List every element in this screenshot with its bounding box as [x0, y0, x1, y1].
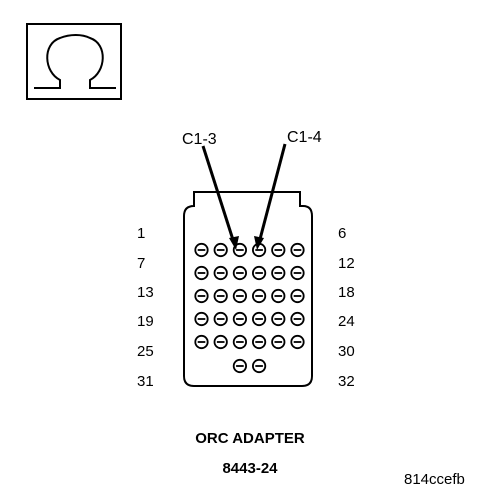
pin-socket	[213, 242, 228, 258]
pin-socket	[252, 265, 267, 281]
pin-21	[232, 311, 247, 327]
pin-29	[271, 334, 286, 350]
pin-row-label-left: 25	[137, 343, 154, 360]
pin-grid	[194, 242, 305, 374]
pin-22	[252, 311, 267, 327]
pin-row-label-left: 1	[137, 225, 145, 242]
pin-socket	[271, 311, 286, 327]
ohm-icon	[34, 34, 116, 89]
pin-row-label-left: 7	[137, 255, 145, 272]
pin-socket	[232, 311, 247, 327]
pin-row-label-right: 32	[338, 373, 355, 390]
pin-19	[194, 311, 209, 327]
pin-socket	[290, 311, 305, 327]
pin-26	[213, 334, 228, 350]
pin-socket	[194, 265, 209, 281]
pin-1	[194, 242, 209, 258]
pin-socket	[232, 288, 247, 304]
connector-body	[183, 191, 313, 387]
pin-14	[213, 288, 228, 304]
pin-socket	[232, 358, 247, 374]
pin-socket	[232, 334, 247, 350]
pin-socket	[252, 358, 267, 374]
pin-socket	[194, 242, 209, 258]
pin-row-label-left: 19	[137, 313, 154, 330]
pin-23	[271, 311, 286, 327]
pin-12	[290, 265, 305, 281]
pin-socket	[271, 265, 286, 281]
pin-9	[232, 265, 247, 281]
pin-socket	[194, 288, 209, 304]
pin-10	[252, 265, 267, 281]
connector-outline	[183, 191, 313, 387]
pin-28	[252, 334, 267, 350]
figure-id: 814ccefb	[404, 471, 465, 488]
callout-arrow-c1-3	[201, 145, 236, 244]
pin-socket	[232, 242, 247, 258]
pin-25	[194, 334, 209, 350]
pin-socket	[290, 334, 305, 350]
pin-row-label-right: 6	[338, 225, 346, 242]
pin-socket	[271, 242, 286, 258]
pin-socket	[290, 288, 305, 304]
pin-socket	[271, 288, 286, 304]
callout-label-c1-4: C1-4	[287, 129, 322, 146]
pin-17	[271, 288, 286, 304]
adapter-name: ORC ADAPTER	[195, 430, 305, 447]
pin-socket	[213, 334, 228, 350]
ohmmeter-symbol	[26, 23, 122, 100]
pin-15	[232, 288, 247, 304]
ohmmeter-box	[26, 23, 122, 100]
pin-socket	[252, 311, 267, 327]
pin-row-label-left: 13	[137, 284, 154, 301]
pin-socket	[194, 311, 209, 327]
pin-16	[252, 288, 267, 304]
callout-arrow-c1-4	[257, 143, 287, 244]
pin-11	[271, 265, 286, 281]
pin-socket	[194, 334, 209, 350]
pin-20	[213, 311, 228, 327]
pin-3	[232, 242, 247, 258]
pin-socket	[271, 334, 286, 350]
callout-label-c1-3: C1-3	[182, 131, 217, 148]
arrowhead-c1-3	[229, 236, 239, 250]
pin-row-label-right: 18	[338, 284, 355, 301]
pin-row-label-right: 12	[338, 255, 355, 272]
pin-socket	[290, 265, 305, 281]
pin-5	[271, 242, 286, 258]
pin-socket	[213, 288, 228, 304]
pin-2	[213, 242, 228, 258]
pin-socket	[213, 265, 228, 281]
pin-socket	[232, 265, 247, 281]
pin-6	[290, 242, 305, 258]
pin-row-label-left: 31	[137, 373, 154, 390]
pin-row-label-right: 24	[338, 313, 355, 330]
pin-27	[232, 334, 247, 350]
pin-32	[252, 358, 267, 374]
pin-13	[194, 288, 209, 304]
pin-row-labels: 1 6 7 12 13 18 19 24 25 30 31 32	[137, 225, 355, 390]
pin-socket	[252, 288, 267, 304]
pin-24	[290, 311, 305, 327]
adapter-part-number: 8443-24	[222, 460, 278, 477]
pin-31	[232, 358, 247, 374]
pin-socket	[213, 311, 228, 327]
callout-arrows	[201, 143, 287, 250]
pin-8	[213, 265, 228, 281]
pin-socket	[290, 242, 305, 258]
pin-socket	[252, 334, 267, 350]
pin-30	[290, 334, 305, 350]
pin-18	[290, 288, 305, 304]
pin-7	[194, 265, 209, 281]
pin-row-label-right: 30	[338, 343, 355, 360]
arrowhead-c1-4	[254, 236, 264, 250]
